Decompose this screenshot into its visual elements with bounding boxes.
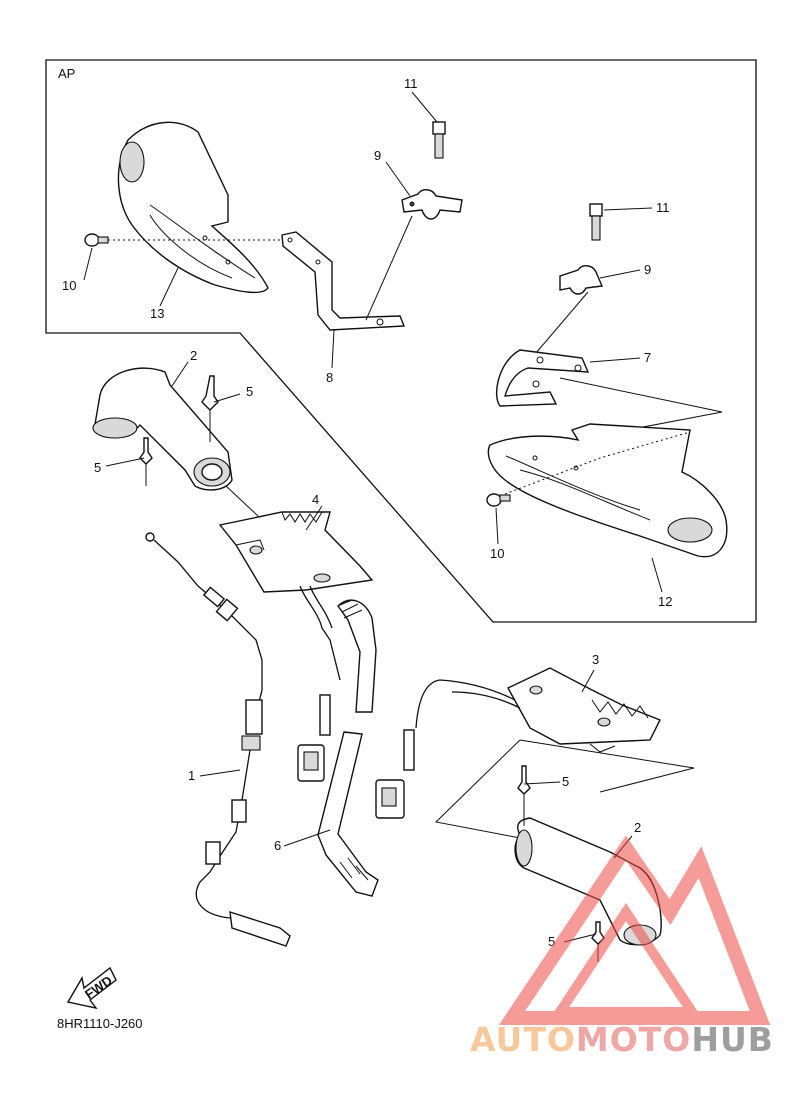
callout-1: 1 bbox=[188, 768, 195, 783]
watermark-part-moto: MOTO bbox=[575, 1020, 692, 1059]
callout-10-right: 10 bbox=[490, 546, 504, 561]
callout-2-upper: 2 bbox=[190, 348, 197, 363]
clamp-9-right bbox=[559, 265, 604, 295]
clamp-9-left bbox=[401, 189, 463, 220]
inset-label: AP bbox=[58, 66, 75, 81]
diagram-code: 8HR1110-J260 bbox=[57, 1016, 143, 1031]
fwd-arrow-icon: FWD bbox=[66, 966, 117, 1010]
watermark-part-hub: HUB bbox=[691, 1020, 774, 1059]
callout-3: 3 bbox=[592, 652, 599, 667]
pin-5-lower-a bbox=[517, 765, 531, 826]
screw-10-right bbox=[486, 493, 511, 507]
callout-11-left: 11 bbox=[404, 76, 418, 91]
callout-8: 8 bbox=[326, 370, 333, 385]
callout-10-left: 10 bbox=[62, 278, 76, 293]
boot-tube-upper bbox=[337, 599, 377, 713]
heater-4 bbox=[218, 511, 374, 593]
callout-9-right: 9 bbox=[644, 262, 651, 277]
bracket-7 bbox=[496, 349, 590, 407]
callout-6: 6 bbox=[274, 838, 281, 853]
callout-5-lower-b: 5 bbox=[548, 934, 555, 949]
callout-11-right: 11 bbox=[656, 200, 670, 215]
hand-guard-right bbox=[487, 423, 728, 558]
hand-guard-left bbox=[117, 121, 269, 294]
callout-2-lower: 2 bbox=[634, 820, 641, 835]
callout-4: 4 bbox=[312, 492, 319, 507]
boot-tube-lower bbox=[317, 731, 379, 897]
inset-border bbox=[45, 59, 757, 623]
screw-10-left bbox=[84, 233, 109, 247]
bracket-8 bbox=[281, 231, 406, 331]
heater-4-harness bbox=[297, 585, 341, 782]
callout-12: 12 bbox=[658, 594, 672, 609]
heater-3-harness bbox=[375, 679, 521, 819]
callout-5-upper-a: 5 bbox=[246, 384, 253, 399]
cable-1 bbox=[145, 532, 291, 947]
callout-13: 13 bbox=[150, 306, 164, 321]
callout-5-lower-a: 5 bbox=[562, 774, 569, 789]
watermark-part-auto: AUTO bbox=[470, 1020, 576, 1059]
watermark-text: AUTOMOTOHUB bbox=[470, 1020, 774, 1059]
bolt-11-left bbox=[432, 121, 446, 159]
callout-5-upper-b: 5 bbox=[94, 460, 101, 475]
heater-3 bbox=[507, 667, 661, 753]
watermark-logo bbox=[498, 835, 771, 1025]
callout-7: 7 bbox=[644, 350, 651, 365]
pin-5-upper-b bbox=[139, 437, 153, 486]
grip-2-left bbox=[92, 367, 233, 491]
callout-9-left: 9 bbox=[374, 148, 381, 163]
bolt-11-right bbox=[589, 203, 603, 241]
